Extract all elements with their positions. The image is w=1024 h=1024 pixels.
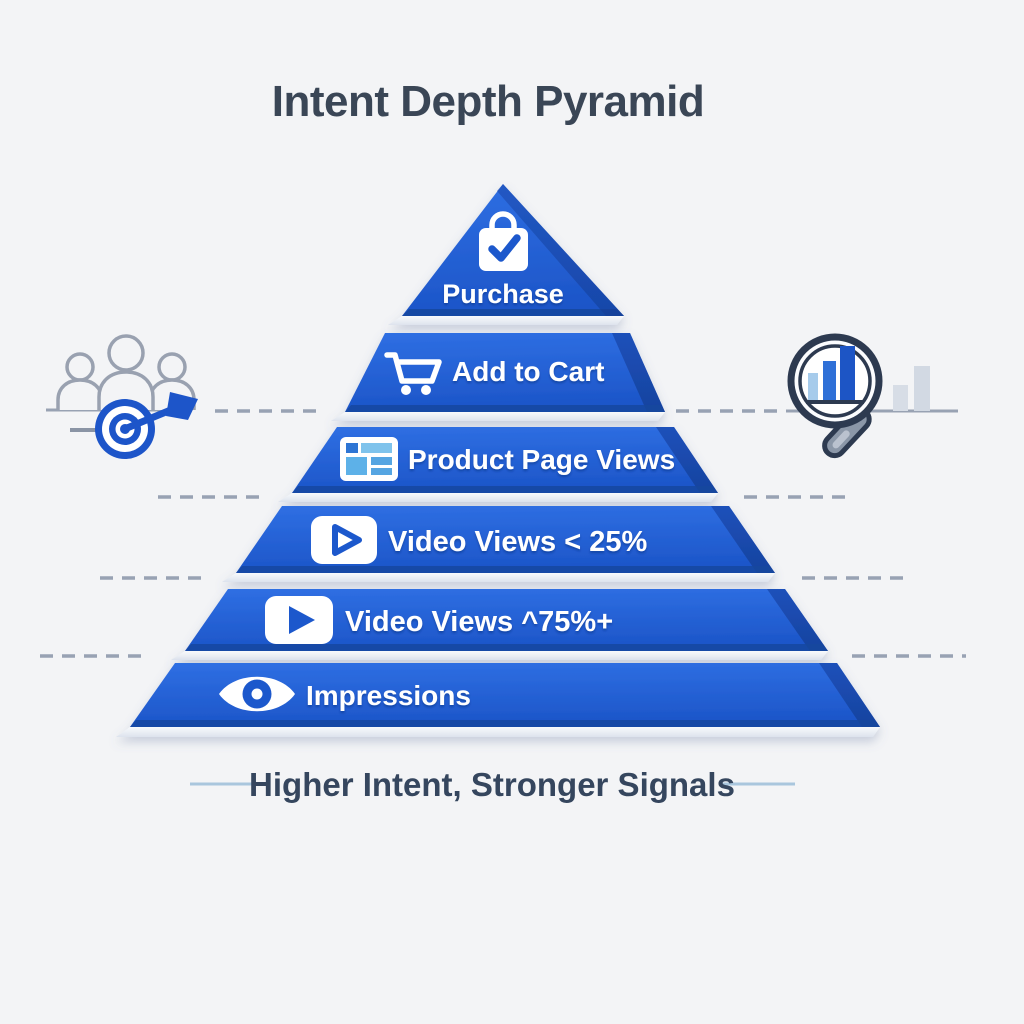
pyramid-level-video-views-75: Video Views ^75%+ xyxy=(171,589,828,660)
level-face xyxy=(185,589,828,651)
page-title: Intent Depth Pyramid xyxy=(272,77,705,126)
level-label: Impressions xyxy=(306,680,471,711)
dashed-connectors xyxy=(40,409,966,658)
level-side xyxy=(612,333,665,412)
bar-chart-icon xyxy=(893,366,930,411)
level-label: Video Views < 25% xyxy=(388,526,647,558)
video-play-solid-icon xyxy=(265,596,333,644)
level-face xyxy=(292,427,718,493)
level-base xyxy=(388,316,624,325)
level-edge xyxy=(292,486,718,493)
level-edge xyxy=(345,405,665,412)
level-side xyxy=(497,184,624,316)
level-side xyxy=(819,663,880,727)
level-base xyxy=(331,412,665,421)
level-label: Add to Cart xyxy=(452,356,604,387)
pyramid-level-product-page-views: Product Page Views xyxy=(278,427,718,502)
video-play-outline-icon xyxy=(311,516,377,564)
shopping-bag-check-icon xyxy=(479,211,528,271)
pyramid-level-impressions: Impressions xyxy=(116,663,880,737)
level-side xyxy=(767,589,828,651)
level-base xyxy=(116,727,880,737)
level-face xyxy=(130,663,880,727)
shopping-cart-icon xyxy=(384,352,442,395)
right-illustration xyxy=(786,333,958,459)
level-side xyxy=(711,506,775,573)
level-base xyxy=(171,651,828,660)
pyramid-level-purchase: Purchase xyxy=(388,184,624,325)
level-edge xyxy=(130,720,880,727)
level-edge xyxy=(185,644,828,651)
caption-text: Higher Intent, Stronger Signals xyxy=(249,766,735,803)
level-label: Video Views ^75%+ xyxy=(345,606,613,638)
level-edge xyxy=(402,309,624,316)
eye-icon xyxy=(219,676,295,712)
left-illustration xyxy=(46,334,198,459)
level-label: Product Page Views xyxy=(408,444,675,475)
level-edge xyxy=(236,566,775,573)
level-base xyxy=(222,573,775,582)
product-page-icon xyxy=(340,437,398,481)
level-base xyxy=(278,493,718,502)
caption-group: Higher Intent, Stronger Signals xyxy=(190,766,795,803)
level-side xyxy=(656,427,718,493)
pyramid-level-add-to-cart: Add to Cart xyxy=(331,333,665,421)
magnifier-icon xyxy=(787,333,883,459)
level-label: Purchase xyxy=(442,279,564,309)
pyramid-level-video-views-25: Video Views < 25% xyxy=(222,506,775,582)
target-arrow-icon xyxy=(95,392,198,459)
